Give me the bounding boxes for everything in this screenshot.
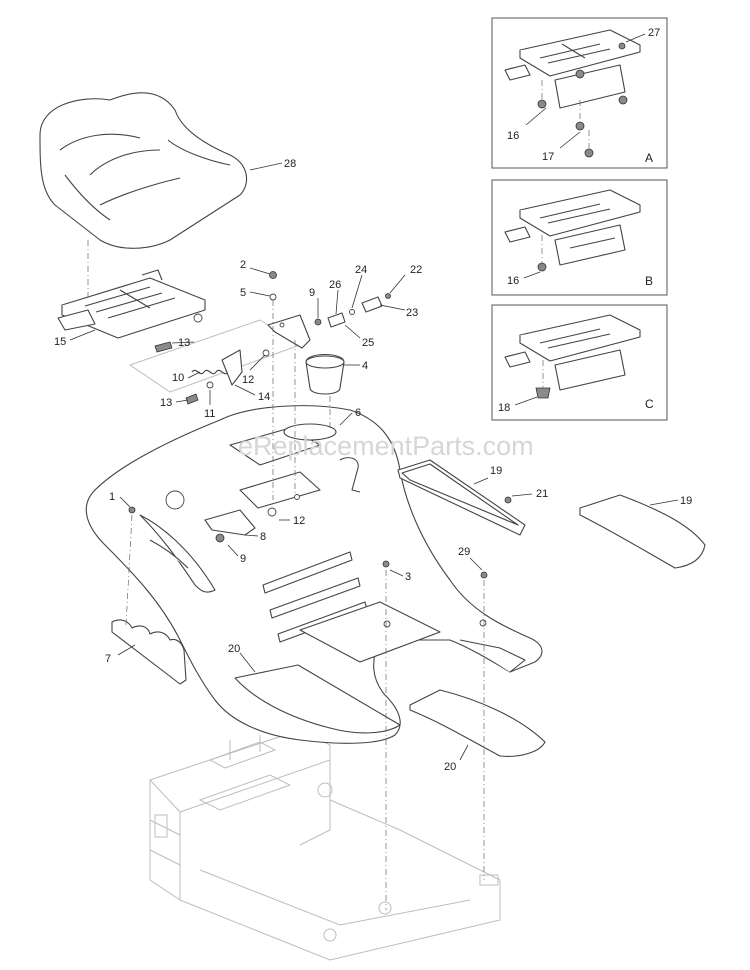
seat-hardware (154, 271, 391, 405)
callout-8: 8 (260, 531, 266, 543)
seat-pan (57, 269, 206, 339)
callout-21: 21 (536, 488, 548, 500)
callout-labels: 28 15 13 10 13 11 14 12 2 5 9 26 24 22 2… (54, 27, 692, 773)
callout-15: 15 (54, 336, 66, 348)
callout-13-upper: 13 (178, 337, 190, 349)
seat (39, 92, 248, 249)
fender (85, 405, 543, 744)
callout-9-lower: 9 (240, 553, 246, 565)
callout-27: 27 (648, 27, 660, 39)
callout-23: 23 (406, 307, 418, 319)
callout-18: 18 (498, 402, 510, 414)
callout-11: 11 (204, 408, 215, 420)
callout-4: 4 (362, 360, 368, 372)
callout-7: 7 (105, 653, 111, 665)
option-panel-a: A (491, 17, 668, 169)
option-panel-b: B (491, 179, 668, 296)
callout-16-a: 16 (507, 130, 519, 142)
adjustment-plate (111, 619, 187, 685)
callout-20-lower: 20 (444, 761, 456, 773)
rear-mat-loose (579, 494, 706, 569)
callout-29: 29 (458, 546, 470, 558)
callout-3: 3 (405, 571, 411, 583)
callout-26: 26 (329, 279, 341, 291)
callout-12-upper: 12 (242, 374, 254, 386)
alignment-lines (87, 240, 485, 910)
callout-28: 28 (284, 158, 296, 170)
callout-22: 22 (410, 264, 422, 276)
callout-20-upper: 20 (228, 643, 240, 655)
callout-19-right: 19 (680, 495, 692, 507)
callout-14: 14 (258, 391, 270, 403)
callout-24: 24 (355, 264, 367, 276)
callout-6: 6 (355, 407, 361, 419)
callout-5: 5 (240, 287, 246, 299)
callout-13-lower: 13 (160, 397, 172, 409)
callout-25: 25 (362, 337, 374, 349)
panel-label-a: A (645, 151, 653, 165)
option-panel-c: C (491, 304, 668, 421)
callout-2: 2 (240, 259, 246, 271)
callout-1: 1 (109, 491, 115, 503)
callout-19-upper: 19 (490, 465, 502, 477)
floor-mat-loose (409, 689, 546, 757)
callout-10: 10 (172, 372, 184, 384)
tractor-frame (149, 729, 501, 961)
panel-label-c: C (645, 397, 654, 411)
callout-17: 17 (542, 151, 554, 163)
rear-mat (397, 459, 526, 536)
watermark: eReplacementParts.com (238, 431, 534, 461)
callout-9-upper: 9 (309, 287, 315, 299)
callout-16-b: 16 (507, 275, 519, 287)
callout-12-lower: 12 (293, 515, 305, 527)
panel-label-b: B (645, 274, 653, 288)
leader-lines (69, 33, 679, 761)
